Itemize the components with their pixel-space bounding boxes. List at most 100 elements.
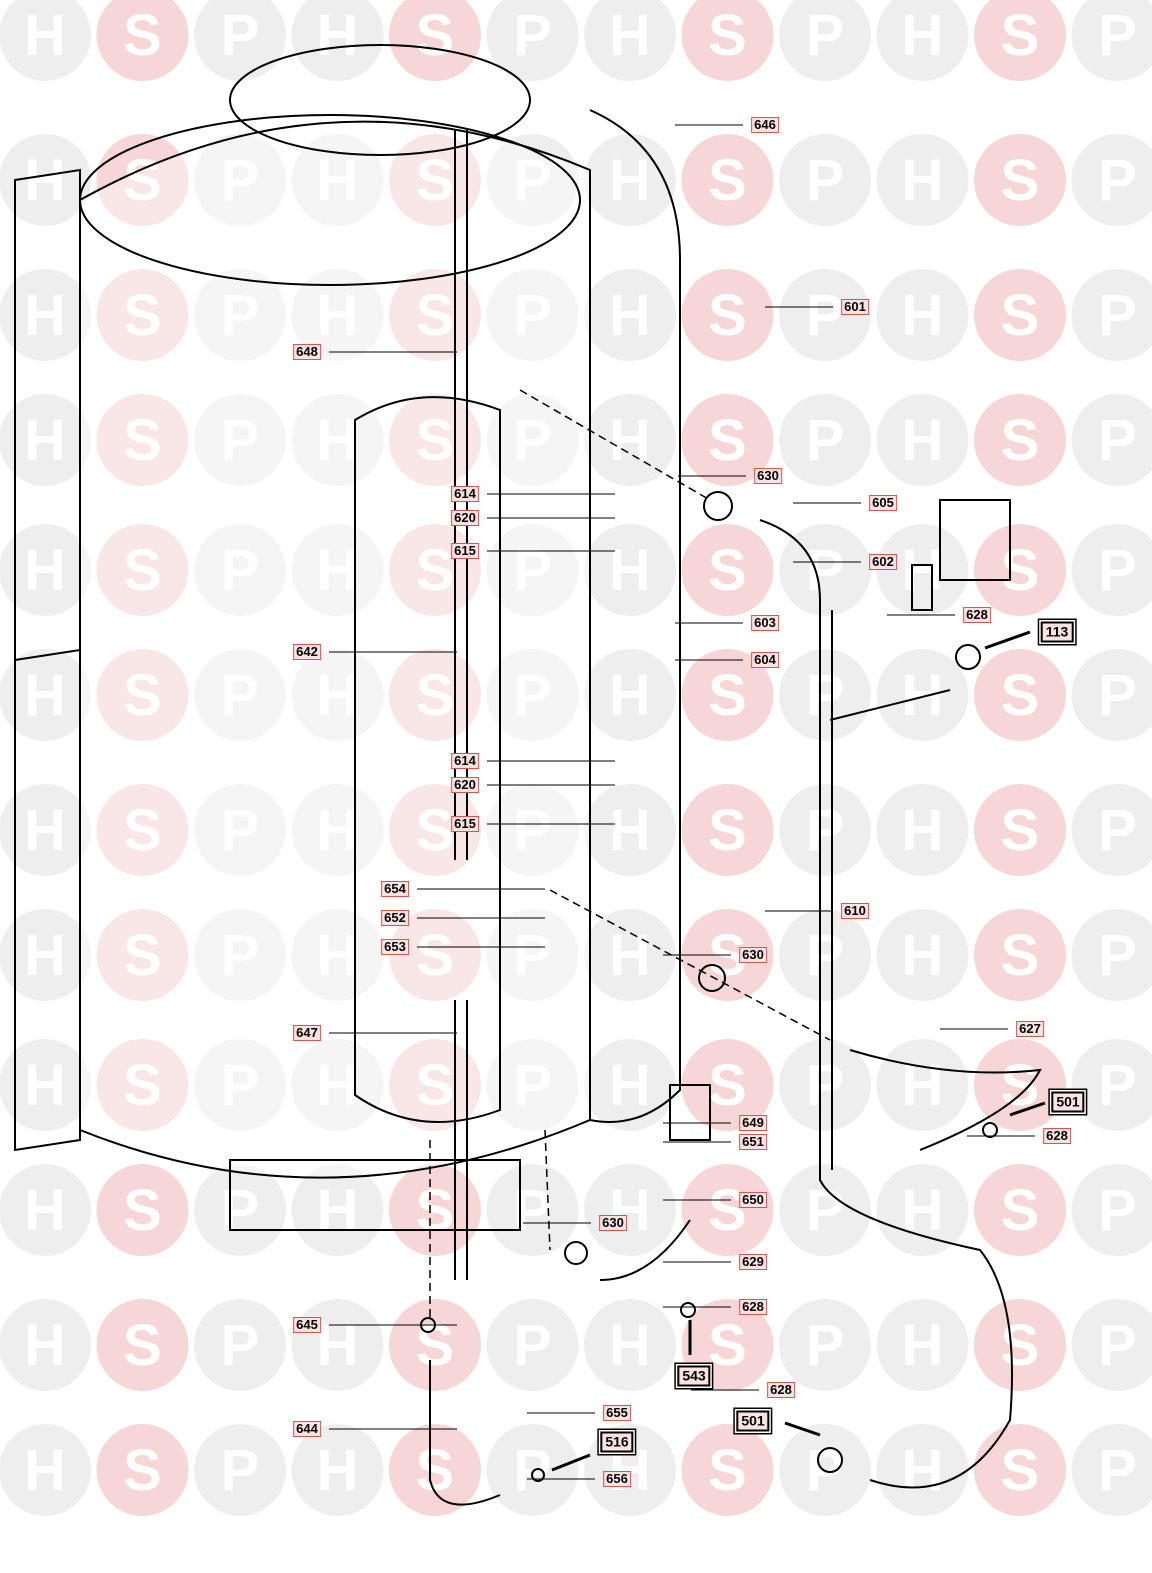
- part-number-label[interactable]: 628: [1043, 1128, 1071, 1144]
- watermark-letter: P: [1098, 923, 1137, 988]
- watermark-letter: S: [123, 538, 162, 603]
- watermark-letter: S: [1001, 3, 1040, 68]
- watermark-circle: [291, 524, 384, 616]
- watermark-letter: P: [513, 408, 552, 473]
- part-number-label[interactable]: 628: [739, 1299, 767, 1315]
- watermark-letter: P: [221, 3, 260, 68]
- watermark-letter: H: [609, 148, 651, 213]
- part-number-label[interactable]: 610: [841, 903, 869, 919]
- watermark-circle: [486, 1039, 579, 1131]
- part-number-label[interactable]: 604: [751, 652, 779, 668]
- watermark-circle: [0, 784, 91, 876]
- watermark-letter: P: [1098, 3, 1137, 68]
- watermark-circle: [974, 909, 1066, 1001]
- watermark-letter: P: [513, 663, 552, 728]
- part-number-label[interactable]: 615: [451, 543, 479, 559]
- part-number-label[interactable]: 628: [767, 1382, 795, 1398]
- part-number-label[interactable]: 605: [869, 495, 897, 511]
- part-number-label[interactable]: 630: [599, 1215, 627, 1231]
- watermark-circle: [974, 0, 1066, 81]
- part-number-label[interactable]: 627: [1016, 1021, 1044, 1037]
- diagram-reference-box[interactable]: 501: [736, 1410, 770, 1432]
- watermark-letter: S: [416, 798, 455, 863]
- diagram-reference-box[interactable]: 543: [677, 1365, 711, 1387]
- watermark-letter: H: [902, 283, 944, 348]
- watermark-circle: [974, 1424, 1066, 1516]
- watermark-circle: [876, 909, 969, 1001]
- watermark-circle: [681, 1039, 774, 1131]
- part-number-label[interactable]: 648: [293, 344, 321, 360]
- leader-lines: [329, 124, 1035, 1480]
- part-number-label[interactable]: 645: [293, 1317, 321, 1333]
- watermark-letter: P: [806, 1313, 845, 1378]
- diagram-reference-box[interactable]: 113: [1040, 621, 1074, 643]
- watermark-letter: S: [1001, 1438, 1040, 1503]
- part-number-label[interactable]: 646: [751, 117, 779, 133]
- watermark-letter: S: [708, 1438, 747, 1503]
- watermark-circle: [96, 134, 189, 226]
- part-number-label[interactable]: 620: [451, 510, 479, 526]
- part-number-label[interactable]: 655: [603, 1405, 631, 1421]
- watermark-circle: [0, 0, 91, 81]
- watermark-letter: P: [221, 1313, 260, 1378]
- watermark-circle: [1071, 1424, 1152, 1516]
- part-number-label[interactable]: 620: [451, 777, 479, 793]
- part-number-label[interactable]: 653: [381, 939, 409, 955]
- watermark-circle: [96, 269, 189, 361]
- watermark-circle: [486, 1424, 579, 1516]
- part-number-label[interactable]: 614: [451, 486, 479, 502]
- part-number-label[interactable]: 647: [293, 1025, 321, 1041]
- watermark-circle: [974, 649, 1066, 741]
- watermark-circle: [486, 909, 579, 1001]
- part-number-label[interactable]: 652: [381, 910, 409, 926]
- watermark-letter: H: [609, 1178, 651, 1243]
- watermark-letter: H: [902, 663, 944, 728]
- part-number-label[interactable]: 649: [739, 1115, 767, 1131]
- watermark-letter: S: [708, 283, 747, 348]
- watermark-circle: [194, 524, 286, 616]
- watermark-letter: S: [1001, 663, 1040, 728]
- diagram-reference-box[interactable]: 501: [1051, 1091, 1085, 1113]
- watermark-letter: H: [317, 148, 359, 213]
- watermark-letter: H: [24, 148, 66, 213]
- watermark-letter: H: [609, 3, 651, 68]
- part-number-label[interactable]: 628: [963, 607, 991, 623]
- watermark-letter: H: [24, 663, 66, 728]
- watermark-letter: H: [609, 1313, 651, 1378]
- watermark-circle: [1071, 1299, 1152, 1391]
- watermark-circle: [779, 909, 871, 1001]
- part-number-label[interactable]: 615: [451, 816, 479, 832]
- part-number-label[interactable]: 601: [841, 299, 869, 315]
- part-number-label[interactable]: 656: [603, 1471, 631, 1487]
- watermark-circle: [0, 649, 91, 741]
- watermark-circle: [1071, 524, 1152, 616]
- watermark-letter: H: [609, 1053, 651, 1118]
- part-number-label[interactable]: 629: [739, 1254, 767, 1270]
- watermark-circle: [96, 1039, 189, 1131]
- part-number-label[interactable]: 602: [869, 554, 897, 570]
- part-number-label[interactable]: 630: [739, 947, 767, 963]
- part-number-label[interactable]: 651: [739, 1134, 767, 1150]
- watermark-circle: [486, 784, 579, 876]
- watermark-circle: [291, 0, 384, 81]
- watermark-circle: [584, 524, 676, 616]
- watermark-circle: [194, 649, 286, 741]
- watermark-circle: [486, 269, 579, 361]
- part-number-label[interactable]: 614: [451, 753, 479, 769]
- part-number-label[interactable]: 630: [754, 468, 782, 484]
- watermark-letter: P: [806, 3, 845, 68]
- watermark-letter: H: [902, 538, 944, 603]
- watermark-circle: [876, 394, 969, 486]
- part-number-label[interactable]: 654: [381, 881, 409, 897]
- watermark-circle: [0, 909, 91, 1001]
- diagram-reference-box[interactable]: 516: [600, 1431, 634, 1453]
- watermark-letter: P: [221, 1438, 260, 1503]
- part-number-label[interactable]: 603: [751, 615, 779, 631]
- watermark-letter: P: [513, 538, 552, 603]
- part-number-label[interactable]: 644: [293, 1421, 321, 1437]
- part-number-label[interactable]: 650: [739, 1192, 767, 1208]
- watermark-letter: S: [123, 1438, 162, 1503]
- watermark-letter: S: [123, 663, 162, 728]
- watermark-letter: S: [1001, 408, 1040, 473]
- part-number-label[interactable]: 642: [293, 644, 321, 660]
